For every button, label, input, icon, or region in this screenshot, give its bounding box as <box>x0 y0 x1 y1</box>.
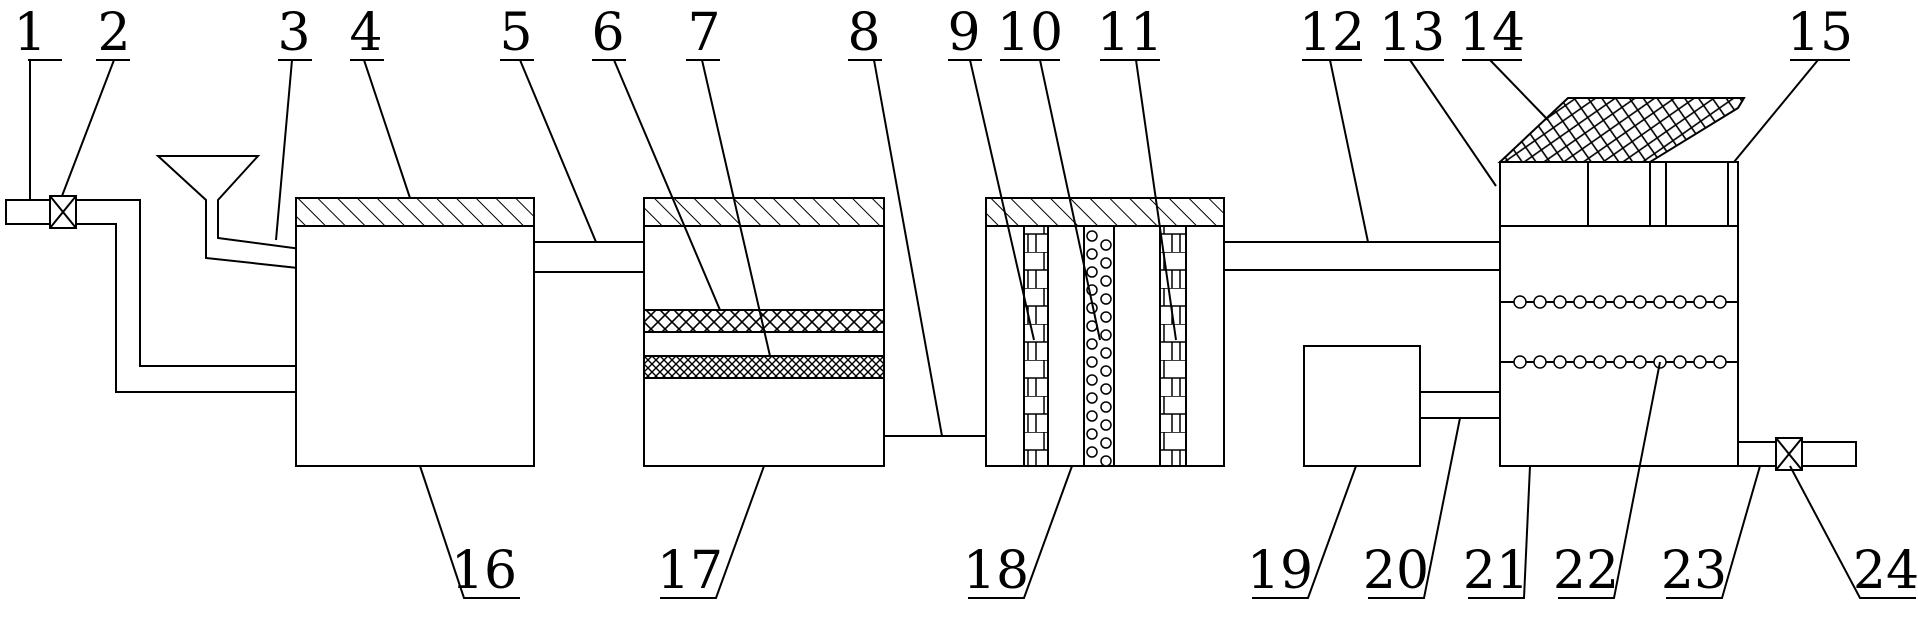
aerator-nozzle <box>1653 295 1667 309</box>
callout-21: 21 <box>1463 541 1529 601</box>
callout-14: 14 <box>1459 3 1525 63</box>
media-bead <box>1100 293 1112 305</box>
first-tank <box>295 197 535 467</box>
aerator-nozzle <box>1613 295 1627 309</box>
callout-1: 1 <box>13 3 46 63</box>
media-bead <box>1086 248 1098 260</box>
media-bead <box>1100 419 1112 431</box>
media-bead <box>1100 347 1112 359</box>
media-bead <box>1086 230 1098 242</box>
media-bead <box>1086 446 1098 458</box>
aerator-nozzle <box>1613 355 1627 369</box>
leader-lines <box>28 59 1916 599</box>
media-bead <box>1100 275 1112 287</box>
media-bead <box>1086 428 1098 440</box>
media-bead <box>1086 338 1098 350</box>
aerator-nozzle <box>1713 355 1727 369</box>
callout-20: 20 <box>1363 541 1429 601</box>
final-tank <box>1497 97 1746 467</box>
aerator-nozzle <box>1573 295 1587 309</box>
outlet-pipe <box>1224 241 1500 271</box>
media-bead <box>1100 311 1112 323</box>
callout-8: 8 <box>847 3 880 63</box>
drain-pipe <box>1738 441 1857 467</box>
drain-valve <box>1775 437 1803 471</box>
media-bead <box>1100 401 1112 413</box>
callout-17: 17 <box>657 541 723 601</box>
callout-19: 19 <box>1247 541 1313 601</box>
aerator-nozzle <box>1673 295 1687 309</box>
callout-15: 15 <box>1787 3 1853 63</box>
inlet-valve <box>49 195 77 229</box>
packed-tank <box>985 197 1225 467</box>
media-bead <box>1086 392 1098 404</box>
callout-13: 13 <box>1379 3 1445 63</box>
media-bead <box>1100 239 1112 251</box>
callout-6: 6 <box>591 3 624 63</box>
media-bead <box>1100 455 1112 467</box>
aerator-nozzle <box>1713 295 1727 309</box>
u-pipe <box>884 226 987 437</box>
callout-18: 18 <box>963 541 1029 601</box>
callout-4: 4 <box>349 3 382 63</box>
aerator-nozzle <box>1633 355 1647 369</box>
callout-12: 12 <box>1299 3 1365 63</box>
media-bead <box>1086 410 1098 422</box>
callout-10: 10 <box>997 3 1063 63</box>
media-bead <box>1100 383 1112 395</box>
media-bead <box>1100 329 1112 341</box>
aerator-nozzle <box>1553 295 1567 309</box>
connecting-pipe <box>534 241 644 273</box>
callout-5: 5 <box>499 3 532 63</box>
media-bead <box>1086 374 1098 386</box>
callout-2: 2 <box>97 3 130 63</box>
callout-labels: 1 2 3 4 5 6 7 8 9 10 11 12 13 14 15 16 1… <box>13 3 1918 601</box>
aerator-nozzle <box>1553 355 1567 369</box>
aerator-nozzle <box>1593 355 1607 369</box>
air-pipe <box>1420 391 1500 419</box>
aerator-nozzle <box>1693 295 1707 309</box>
aerator-nozzle <box>1693 355 1707 369</box>
aerator-nozzle <box>1513 355 1527 369</box>
aerator-nozzle <box>1573 355 1587 369</box>
callout-7: 7 <box>687 3 720 63</box>
callout-23: 23 <box>1661 541 1727 601</box>
inlet-pipe <box>5 199 296 393</box>
callout-9: 9 <box>947 3 980 63</box>
media-bead <box>1100 365 1112 377</box>
callout-3: 3 <box>277 3 310 63</box>
callout-11: 11 <box>1097 3 1163 63</box>
media-bead <box>1100 257 1112 269</box>
callout-16: 16 <box>451 541 517 601</box>
aerator-nozzle <box>1533 355 1547 369</box>
media-bead <box>1100 437 1112 449</box>
aerator-nozzle <box>1513 295 1527 309</box>
aerator-nozzle <box>1673 355 1687 369</box>
media-bead <box>1086 266 1098 278</box>
callout-24: 24 <box>1853 541 1918 601</box>
aerator-nozzle <box>1533 295 1547 309</box>
aerator-nozzle <box>1593 295 1607 309</box>
blower-unit <box>1303 345 1421 467</box>
filter-tank <box>643 197 885 467</box>
media-bead <box>1086 356 1098 368</box>
callout-22: 22 <box>1553 541 1619 601</box>
aerator-nozzle <box>1633 295 1647 309</box>
